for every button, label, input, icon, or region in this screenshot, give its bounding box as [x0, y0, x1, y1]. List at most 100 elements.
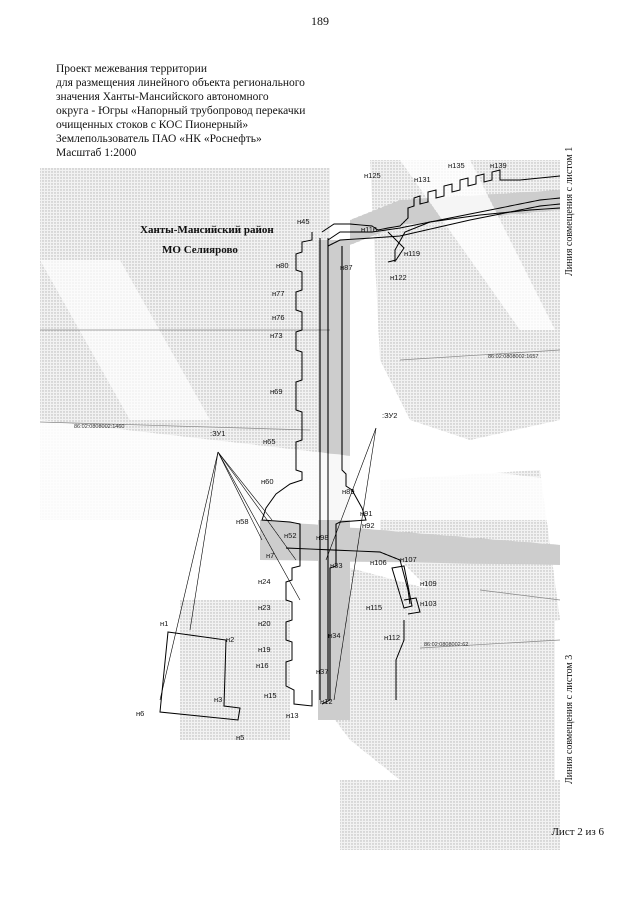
point-label: н80	[276, 261, 288, 270]
page-number: 189	[311, 14, 329, 28]
point-label: н7	[266, 551, 274, 560]
cadastral-line	[399, 349, 561, 361]
cleared-bands	[40, 160, 560, 520]
point-label: н106	[370, 558, 387, 567]
south-leg	[395, 620, 405, 700]
point-label: н3	[214, 695, 222, 704]
point-label: н107	[400, 555, 417, 564]
point-label: н115	[366, 603, 382, 612]
parcel-n1-n6	[159, 631, 241, 721]
point-label: н77	[272, 289, 284, 298]
leader-zu1	[217, 451, 263, 541]
leader-zu1	[217, 451, 273, 521]
leader-zu1	[189, 451, 219, 631]
title-line: очищенных стоков с КОС Пионерный»	[56, 119, 249, 131]
match-line-sheet3: Линия совмещения с листом 3	[564, 654, 575, 784]
band-left-diag	[40, 260, 210, 420]
point-label: н15	[264, 691, 276, 700]
point-label: н109	[420, 579, 437, 588]
point-label: н58	[236, 517, 248, 526]
leader-zu1	[217, 451, 297, 561]
district-label: Ханты-Мансийский район	[140, 224, 274, 236]
point-label: н69	[270, 387, 282, 396]
band-diagonal	[400, 160, 555, 330]
leader-zu1	[217, 451, 301, 601]
point-label: н112	[384, 633, 400, 642]
title-line: Землепользователь ПАО «НК «Роснефть»	[56, 133, 262, 145]
title-line: Проект межевания территории	[56, 63, 207, 75]
allotment-boundary-west	[261, 232, 313, 707]
title-line: округа - Югры «Напорный трубопровод пере…	[56, 105, 306, 117]
point-label: н139	[490, 161, 507, 170]
point-label: н6	[136, 709, 144, 718]
point-label: н20	[258, 619, 270, 628]
point-label: н98	[316, 533, 328, 542]
cadastral-line	[419, 639, 561, 649]
pipeline-allotment	[261, 169, 561, 707]
terrain-northeast	[370, 160, 560, 440]
cadastral-lines	[39, 329, 561, 649]
point-label: н52	[284, 531, 296, 540]
leader-zu2	[325, 427, 377, 561]
sheet-label: Лист 2 из 6	[551, 826, 604, 838]
point-label: н119	[404, 249, 420, 258]
point-label: н34	[328, 631, 340, 640]
allotment-boundary-east-side	[321, 246, 367, 705]
point-label: н122	[390, 273, 407, 282]
leader-lines	[159, 427, 377, 701]
pipeline-east-bottom	[327, 203, 561, 247]
point-label: н135	[448, 161, 465, 170]
point-label: н65	[263, 437, 275, 446]
allotment-boundary-east	[321, 169, 561, 233]
cadastral-number: 86:02:0808002:1657	[488, 354, 538, 360]
point-label: н16	[256, 661, 268, 670]
point-label: н103	[420, 599, 437, 608]
point-label: н116	[361, 225, 377, 234]
crossing-branch-2	[403, 597, 421, 615]
point-label: н24	[258, 577, 270, 586]
point-label: н87	[340, 263, 352, 272]
municipality-label: МО Селиярово	[162, 244, 238, 256]
point-label: н12	[320, 697, 332, 706]
title-line: значения Ханты-Мансийского автономного	[56, 91, 269, 103]
cadastral-line	[479, 589, 561, 601]
terrain-bottom	[340, 780, 560, 850]
point-label: н19	[258, 645, 270, 654]
point-label: н60	[261, 477, 273, 486]
point-label: н45	[297, 217, 309, 226]
band-horizontal	[40, 420, 560, 520]
point-label: н5	[236, 733, 244, 742]
parcel-labels: :ЗУ1 :ЗУ2	[210, 411, 397, 438]
point-label: н37	[316, 667, 328, 676]
point-label: н91	[360, 509, 372, 518]
terrain-south	[320, 560, 555, 780]
leader-zu1	[159, 451, 219, 701]
terrain-lower-left	[180, 600, 290, 740]
title-line: Масштаб 1:2000	[56, 147, 137, 159]
pipeline-crossing	[285, 547, 411, 605]
road-cross	[260, 520, 560, 565]
match-line-sheet1: Линия совмещения с листом 1	[564, 146, 575, 276]
leader-zu2	[333, 427, 377, 701]
allotment-spur	[387, 231, 405, 263]
title-block: Проект межевания территории для размещен…	[56, 62, 356, 160]
cadastral-numbers: 86:02:0808002:1657 86:02:0808002:1460 86…	[74, 354, 538, 648]
point-label: н33	[330, 561, 342, 570]
cadastral-number: 86:02:0808002:1460	[74, 424, 124, 430]
point-label: н76	[272, 313, 284, 322]
point-label: н2	[226, 635, 234, 644]
parcel-label-zu1: :ЗУ1	[210, 429, 225, 438]
cadastral-number: 86:02:0808002:62	[424, 642, 468, 648]
point-label: н89	[342, 487, 354, 496]
point-label: н23	[258, 603, 270, 612]
point-label: н13	[286, 711, 298, 720]
crossing-branch	[391, 565, 413, 609]
pipeline-east-top	[327, 197, 561, 241]
point-label: н125	[364, 171, 381, 180]
point-label: н131	[414, 175, 431, 184]
cadastral-line	[39, 421, 311, 431]
title-line: для размещения линейного объекта региона…	[56, 77, 305, 89]
parcel-label-zu2: :ЗУ2	[382, 411, 397, 420]
point-label: н92	[362, 521, 374, 530]
